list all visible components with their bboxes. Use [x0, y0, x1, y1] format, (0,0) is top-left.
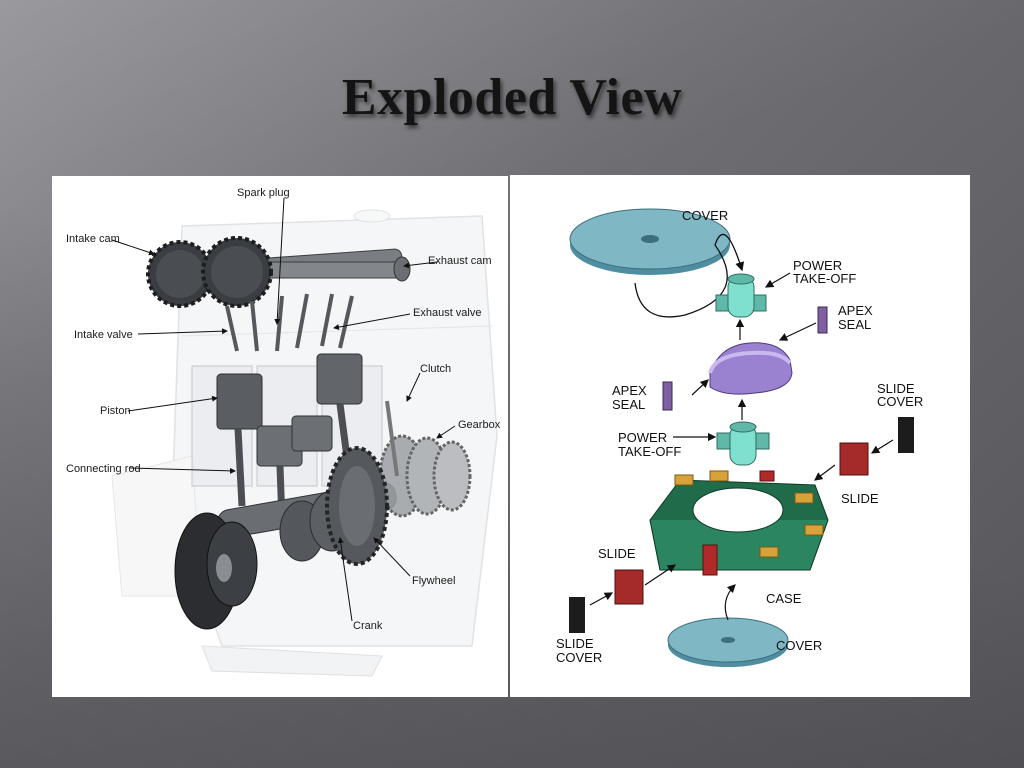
label-slide-cover-left-2: COVER: [556, 650, 602, 665]
front-pulley: [174, 512, 258, 630]
rotary-diagram-panel: COVER POWER TAKE-OFF APEX SEAL APEX SEAL…: [510, 175, 970, 697]
engine-diagram: Spark plug Intake cam Exhaust cam Intake…: [66, 187, 501, 677]
rotary-diagram: COVER POWER TAKE-OFF APEX SEAL APEX SEAL…: [556, 208, 923, 667]
label-apex-seal-left-1: APEX: [612, 383, 647, 398]
label-slide-left: SLIDE: [598, 546, 636, 561]
apex-seal-left: [662, 381, 673, 411]
label-slide-cover-right-1: SLIDE: [877, 381, 915, 396]
label-flywheel: Flywheel: [412, 575, 455, 587]
slide-cover-right: [898, 417, 914, 453]
apex-seal-right: [817, 306, 828, 334]
label-apex-seal-right-2: SEAL: [838, 317, 871, 332]
label-power-takeoff-top-1: POWER: [793, 258, 842, 273]
slide-cover-left: [569, 597, 585, 633]
label-spark-plug: Spark plug: [237, 187, 290, 199]
label-exhaust-cam: Exhaust cam: [428, 255, 492, 267]
pistons: [216, 353, 363, 467]
label-case: CASE: [766, 591, 802, 606]
label-power-takeoff-bottom-1: POWER: [618, 430, 667, 445]
label-cover-top: COVER: [682, 208, 728, 223]
engine-leader-lines: [111, 197, 456, 622]
label-slide-cover-left-1: SLIDE: [556, 636, 594, 651]
cover-to-takeoff-line: [634, 233, 745, 318]
power-takeoff-bottom: [716, 421, 770, 466]
label-crank: Crank: [353, 620, 383, 632]
label-power-takeoff-bottom-2: TAKE-OFF: [618, 444, 681, 459]
case: [649, 470, 829, 576]
label-power-takeoff-top-2: TAKE-OFF: [793, 271, 856, 286]
engine-diagram-panel: Spark plug Intake cam Exhaust cam Intake…: [52, 176, 508, 697]
power-takeoff-top: [715, 273, 767, 318]
label-slide-right: SLIDE: [841, 491, 879, 506]
label-clutch: Clutch: [420, 363, 451, 375]
label-exhaust-valve: Exhaust valve: [413, 307, 481, 319]
label-apex-seal-right-1: APEX: [838, 303, 873, 318]
slide-right: [839, 442, 869, 476]
rotary-leader-lines: [589, 272, 894, 621]
clutch-rod: [385, 400, 399, 477]
label-cover-bottom: COVER: [776, 638, 822, 653]
label-intake-cam: Intake cam: [66, 233, 120, 245]
label-intake-valve: Intake valve: [74, 329, 133, 341]
label-connecting-rod: Connecting rod: [66, 463, 141, 475]
label-piston: Piston: [100, 405, 131, 417]
exhaust-cam-gear: [201, 236, 273, 308]
rotor: [708, 342, 793, 395]
label-apex-seal-left-2: SEAL: [612, 397, 645, 412]
flywheel: [325, 446, 389, 566]
gearbox-gears: [378, 434, 472, 518]
bottom-cover: [667, 617, 789, 667]
label-slide-cover-right-2: COVER: [877, 394, 923, 409]
label-gearbox: Gearbox: [458, 419, 501, 431]
slide-title: Exploded View: [341, 69, 683, 126]
intake-cam-gear: [146, 240, 214, 308]
slide-left: [614, 569, 644, 605]
top-cover: [569, 208, 731, 275]
